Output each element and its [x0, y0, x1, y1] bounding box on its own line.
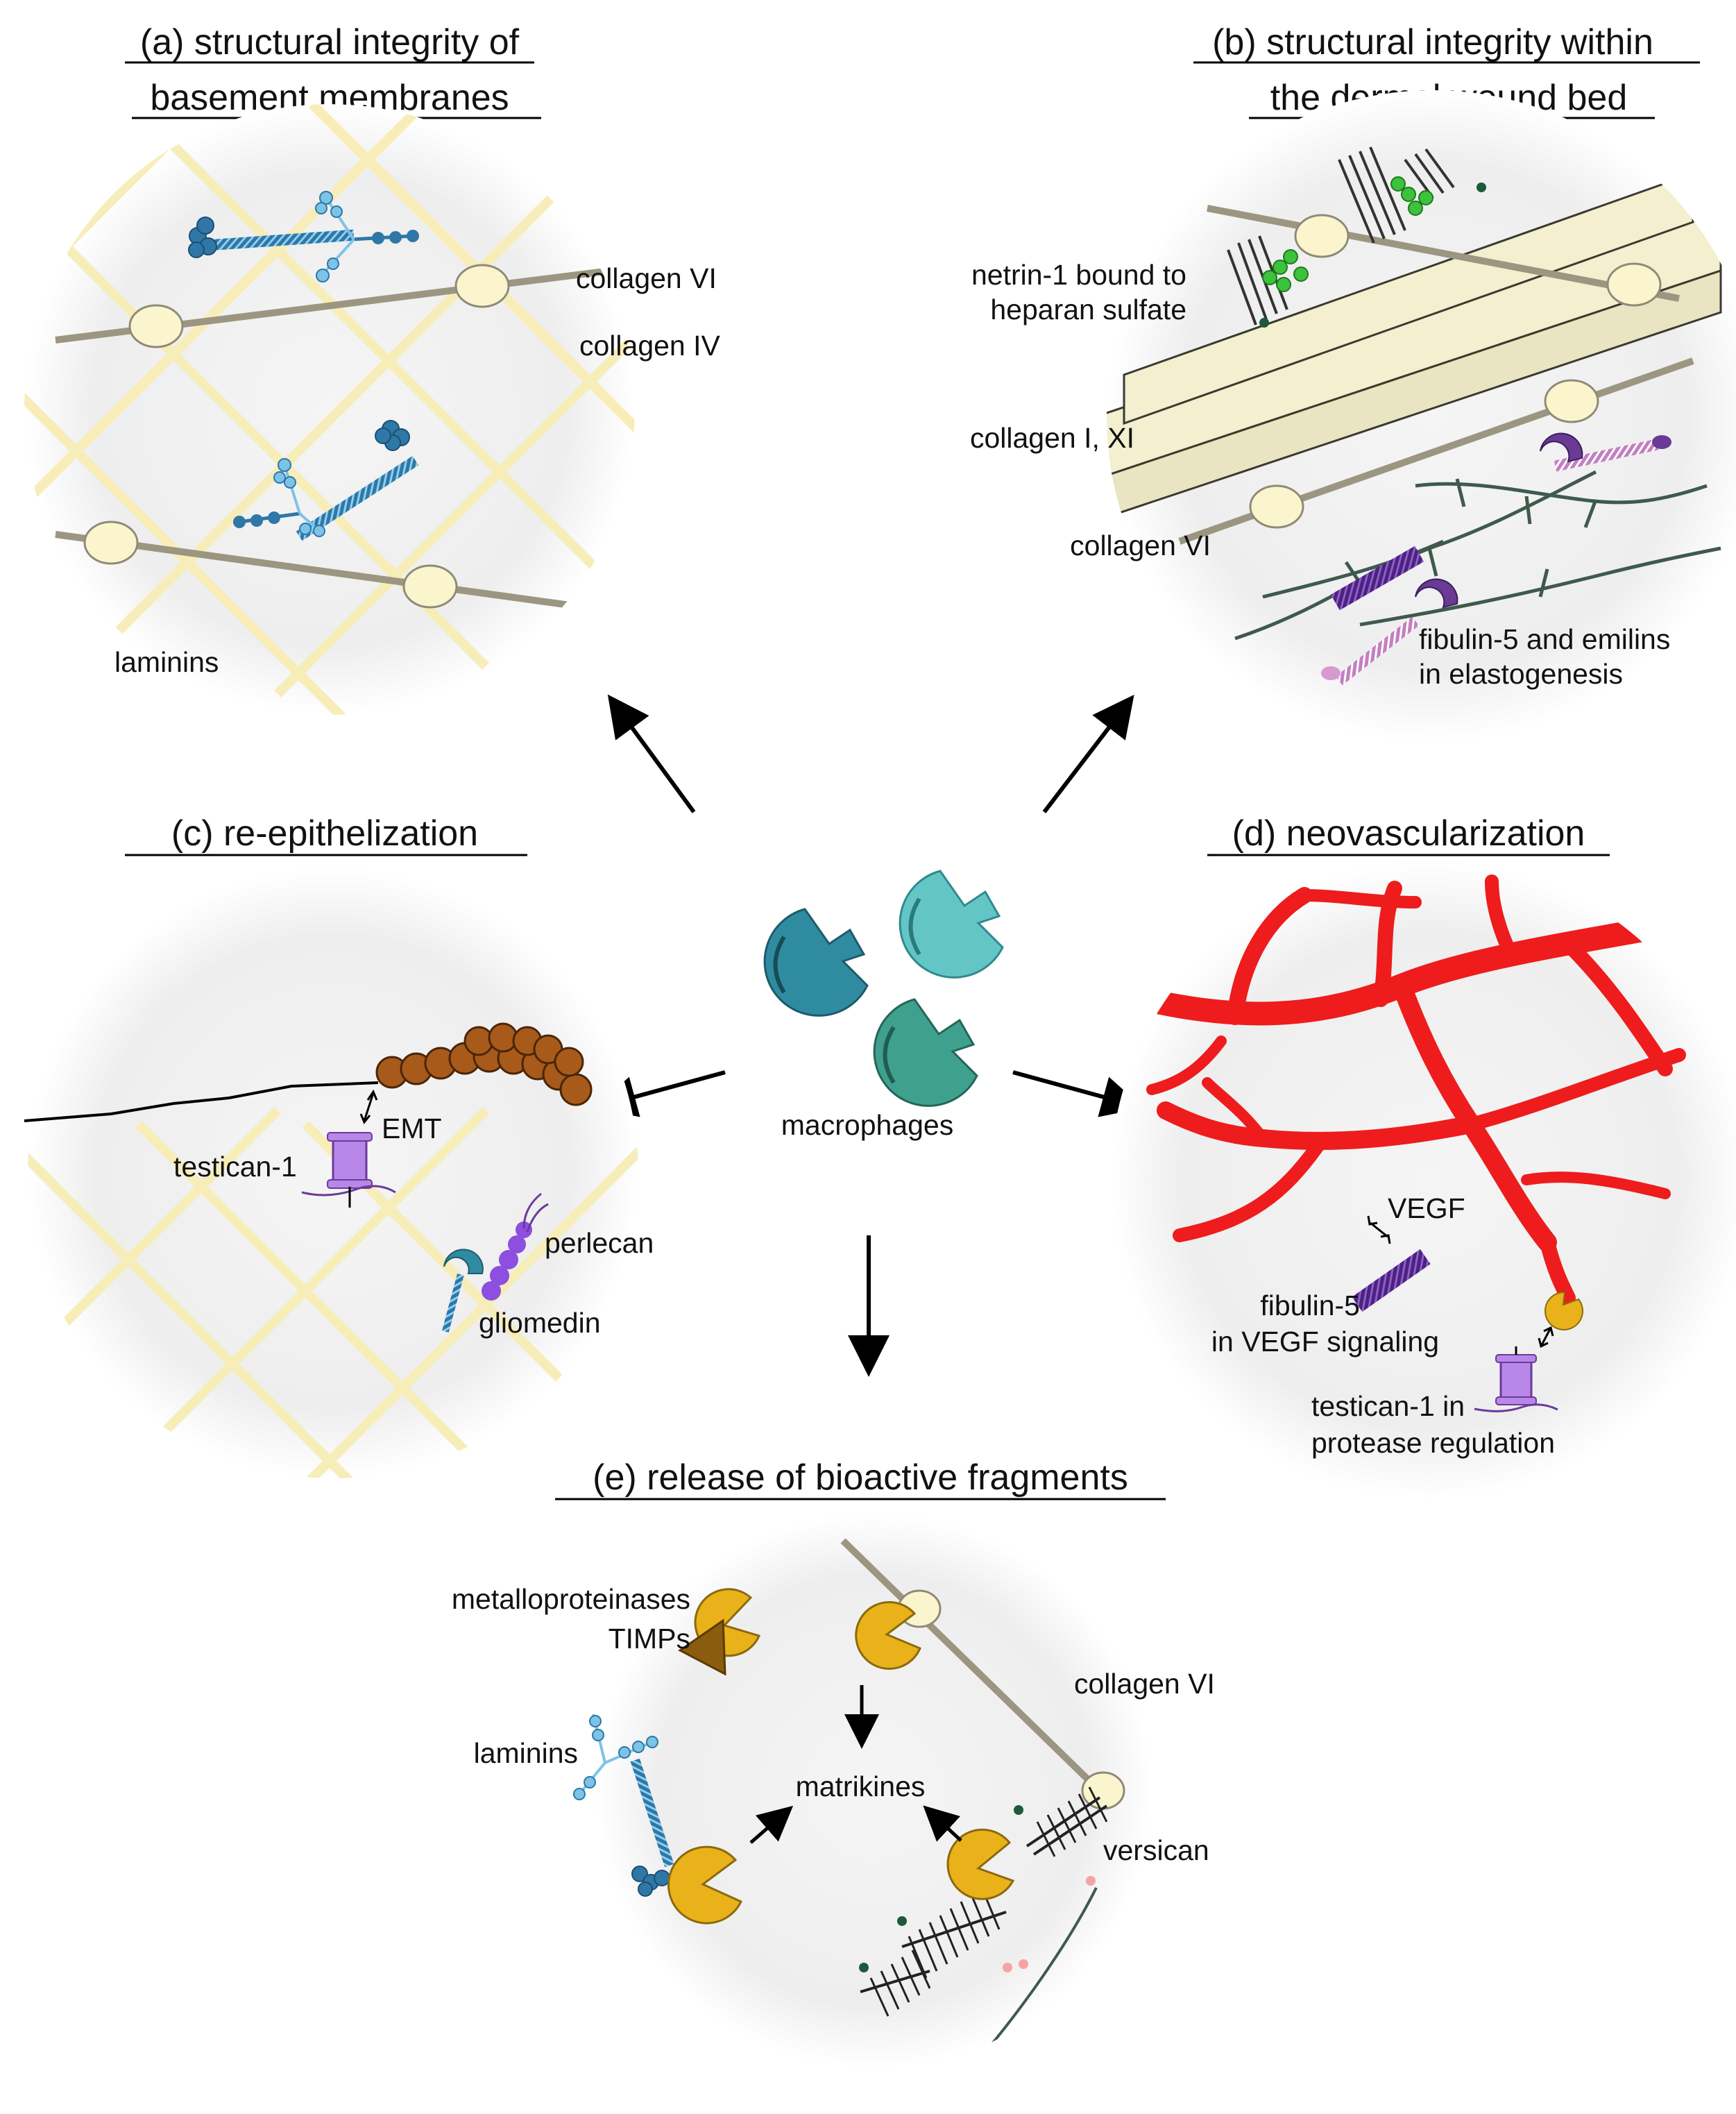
panel-c-label-perlecan: perlecan	[545, 1227, 654, 1259]
versican-nodes	[859, 1805, 1096, 1972]
epithelium-surface-line	[24, 1081, 379, 1122]
pacman-collagen-vi	[855, 1600, 921, 1670]
panel-c-label-testican: testican-1	[173, 1151, 297, 1183]
panel-c-label-emt: EMT	[382, 1113, 442, 1144]
testican-1-c	[301, 1132, 396, 1208]
arrow-to-a	[607, 694, 696, 813]
panel-e-label-laminins: laminins	[474, 1737, 578, 1769]
panel-d: (d) neovascularization	[1110, 813, 1736, 1499]
macrophage-3	[873, 998, 978, 1107]
panel-b-label-fibulin-line1: fibulin-5 and emilins	[1419, 623, 1670, 655]
macrophages-label: macrophages	[781, 1109, 953, 1141]
panel-d-label-fibulin-line1: fibulin-5	[1260, 1289, 1360, 1321]
panel-d-label-testican-line1: testican-1 in	[1311, 1390, 1465, 1422]
laminin-e	[573, 1714, 674, 1897]
panel-d-label-fibulin-line2: in VEGF signaling	[1211, 1326, 1439, 1358]
panel-b-label-collagen-vi: collagen VI	[1070, 530, 1211, 561]
gliomedin	[442, 1249, 484, 1333]
panel-b-label-netrin-line2: heparan sulfate	[990, 294, 1186, 325]
panel-e-label-matrikines: matrikines	[796, 1770, 926, 1802]
arrow-to-b	[1042, 694, 1134, 813]
panel-e: (e) release of bioactive fragments	[452, 1457, 1215, 2068]
panel-e-label-collagen-vi: collagen VI	[1074, 1668, 1215, 1700]
panel-a: (a) structural integrity of basement mem…	[24, 22, 721, 715]
emt-arrow	[359, 1089, 378, 1124]
panel-e-label-versican: versican	[1103, 1834, 1209, 1866]
versican	[860, 1786, 1108, 2017]
panel-c-title: (c) re-epithelization	[171, 813, 478, 854]
panel-b-label-fibulin-line2: in elastogenesis	[1419, 658, 1623, 690]
panel-e-label-mmp: metalloproteinases	[452, 1583, 690, 1615]
arrow-versican-to-matrikines	[923, 1805, 962, 1842]
panel-d-label-testican-line2: protease regulation	[1311, 1427, 1555, 1459]
testican-arrow-d	[1538, 1326, 1554, 1348]
panel-d-label-vegf: VEGF	[1388, 1192, 1465, 1224]
panel-a-title-line1: (a) structural integrity of	[140, 22, 520, 62]
collagen-vi-a	[55, 264, 611, 614]
pacman-laminin	[667, 1845, 743, 1925]
panel-c: (c) re-epithelization	[24, 813, 654, 1478]
timp-triangle	[678, 1618, 726, 1676]
panel-a-label-laminins: laminins	[114, 646, 219, 678]
laminin-a-2	[233, 420, 419, 541]
panel-b-label-netrin-line1: netrin-1 bound to	[971, 259, 1186, 291]
panel-c-label-gliomedin: gliomedin	[479, 1307, 601, 1339]
macrophage-1	[763, 908, 869, 1017]
protease-pacman-d	[1544, 1291, 1583, 1330]
fibulin-5-d	[1352, 1249, 1431, 1312]
arrows	[594, 694, 1144, 1377]
macrophages: macrophages	[763, 870, 1004, 1141]
perlecan	[482, 1192, 549, 1301]
arrow-to-d	[1012, 1070, 1144, 1117]
panel-b-label-collagen-i-xi: collagen I, XI	[970, 422, 1134, 454]
fibulin-emilin-b	[1321, 432, 1671, 686]
panel-e-title: (e) release of bioactive fragments	[593, 1457, 1128, 1498]
collagen-vi-b	[1178, 205, 1694, 545]
panel-b: (b) structural integrity within the derm…	[970, 22, 1736, 743]
macrophage-2	[899, 870, 1004, 979]
heparan-sulfate-netrin	[1227, 146, 1486, 328]
elastic-fibers	[1234, 470, 1721, 641]
panel-e-arrows	[749, 1685, 962, 1844]
vegf-arrow	[1367, 1215, 1391, 1244]
panel-a-label-collagen-iv: collagen IV	[579, 330, 721, 362]
panel-b-title-line1: (b) structural integrity within	[1212, 22, 1653, 62]
epithelial-cells	[375, 1022, 593, 1106]
testican-1-d	[1474, 1346, 1558, 1412]
laminin-a-1	[188, 191, 419, 282]
arrow-to-c	[594, 1070, 726, 1117]
panel-a-background	[24, 104, 635, 715]
arrow-laminin-to-matrikines	[749, 1805, 794, 1844]
panel-a-label-collagen-vi: collagen VI	[576, 262, 717, 294]
panel-d-title: (d) neovascularization	[1232, 813, 1585, 854]
panel-e-label-timps: TIMPs	[609, 1623, 690, 1655]
pacman-versican	[946, 1828, 1015, 1900]
